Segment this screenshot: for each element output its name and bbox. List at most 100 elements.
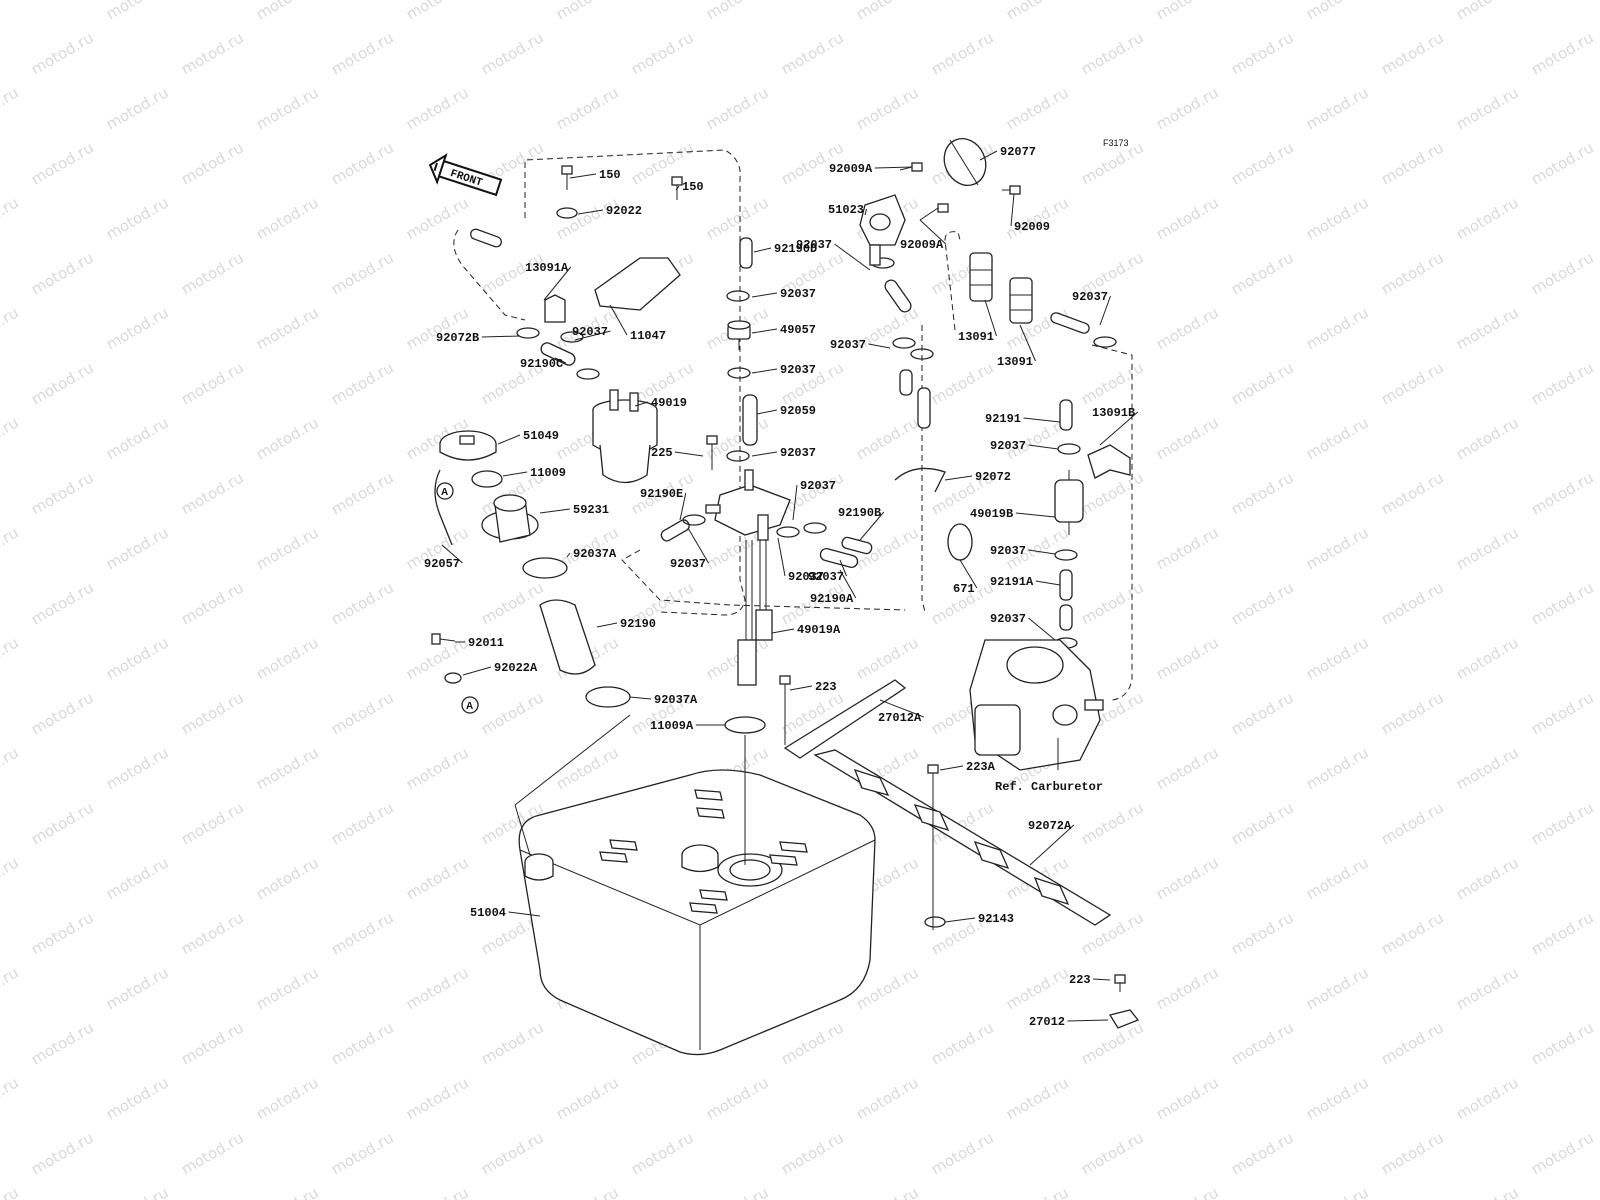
leader-line [944, 917, 976, 923]
clamp-ring [910, 348, 934, 360]
part-number-label: 59231 [573, 503, 609, 517]
watermark-text: motod.ru [1303, 853, 1372, 903]
hose-upper-right [884, 279, 912, 313]
watermark-text: motod.ru [928, 28, 997, 78]
watermark-text: motod.ru [1153, 743, 1222, 793]
watermark-text: motod.ru [0, 963, 22, 1013]
watermark-text: motod.ru [553, 83, 622, 133]
watermark-text: motod.ru [0, 1073, 22, 1123]
watermark-text: motod.ru [478, 28, 547, 78]
watermark-text: motod.ru [178, 138, 247, 188]
watermark-text: motod.ru [0, 743, 22, 793]
watermark-text: motod.ru [1303, 193, 1372, 243]
part-number-label: 92037 [780, 287, 816, 301]
watermark-text: motod.ru [328, 908, 397, 958]
watermark-text: motod.ru [328, 248, 397, 298]
watermark-text: motod.ru [1153, 633, 1222, 683]
watermark-text: motod.ru [253, 0, 322, 23]
watermark-text: motod.ru [328, 578, 397, 628]
leader-line [1019, 324, 1036, 362]
part-number-label: 13091 [997, 355, 1033, 369]
watermark-text: motod.ru [28, 138, 97, 188]
leader-line [839, 569, 857, 599]
part-number-label: 671 [953, 582, 975, 596]
watermark-text: motod.ru [1228, 688, 1297, 738]
part-number-label: 92009 [1014, 220, 1050, 234]
watermark-text: motod.ru [1153, 413, 1222, 463]
watermark-text: motod.ru [853, 1073, 922, 1123]
washer-92143 [924, 916, 946, 928]
watermark-text: motod.ru [0, 853, 22, 903]
watermark-text: motod.ru [1528, 468, 1597, 518]
watermark-text: motod.ru [403, 193, 472, 243]
watermark-text: motod.ru [1453, 633, 1522, 683]
watermark-text: motod.ru [0, 523, 22, 573]
watermark-text: motod.ru [1303, 963, 1372, 1013]
hose-route-c [621, 549, 906, 611]
guide-line-neck-b [514, 804, 531, 856]
leader-line [789, 685, 813, 691]
part-number-label: 92190D [774, 242, 817, 256]
hose-92190c [540, 342, 576, 366]
hose-92190d [739, 237, 753, 269]
part-number-label: 27012 [1029, 1015, 1065, 1029]
leader-line [1010, 193, 1015, 227]
watermark-text: motod.ru [1228, 798, 1297, 848]
part-number-label: 11009A [650, 719, 694, 733]
watermark-text: motod.ru [178, 1128, 247, 1178]
watermark-text: motod.ru [1228, 1128, 1297, 1178]
watermark-text: motod.ru [1528, 248, 1597, 298]
part-number-label: 92037A [654, 693, 698, 707]
part-number-label: 92037 [572, 325, 608, 339]
bracket-13091b [1087, 444, 1131, 479]
watermark-text: motod.ru [1153, 193, 1222, 243]
watermark-text: motod.ru [178, 248, 247, 298]
watermark-text: motod.ru [103, 853, 172, 903]
bolt-223-a [779, 675, 791, 745]
watermark-text: motod.ru [328, 468, 397, 518]
watermark-text: motod.ru [1378, 688, 1447, 738]
watermark-text: motod.ru [1153, 963, 1222, 1013]
watermark-text: motod.ru [1303, 413, 1372, 463]
leader-line [751, 292, 778, 298]
leader-line [751, 451, 778, 457]
watermark-text: motod.ru [328, 358, 397, 408]
svg-text:A: A [466, 701, 473, 712]
watermark-text: motod.ru [703, 193, 772, 243]
watermark-text: motod.ru [1078, 358, 1147, 408]
watermark-text: motod.ru [253, 853, 322, 903]
watermark-text: motod.ru [0, 303, 22, 353]
clamp-ring [1054, 549, 1078, 561]
leader-line [497, 434, 521, 445]
watermark-text: motod.ru [328, 138, 397, 188]
filler-neck-59231 [481, 494, 539, 543]
leader-line [1099, 295, 1111, 326]
clamp-ring [560, 331, 584, 343]
leader-line [508, 911, 541, 917]
part-number-label: 92022A [494, 661, 538, 675]
screw-92009 [1002, 185, 1021, 195]
watermark-text: motod.ru [1003, 963, 1072, 1013]
watermark-text: motod.ru [1228, 28, 1297, 78]
leader-line [771, 628, 795, 634]
part-number-label: 150 [599, 168, 621, 182]
hose-92190a [819, 547, 859, 569]
watermark-text: motod.ru [0, 193, 22, 243]
watermark-text: motod.ru [0, 633, 22, 683]
clamp-ring [726, 450, 750, 462]
watermark-text: motod.ru [253, 83, 322, 133]
part-number-label: 225 [651, 446, 673, 460]
watermark-text: motod.ru [1228, 468, 1297, 518]
part-number-label: 92191 [985, 412, 1021, 426]
leader-line [792, 484, 798, 521]
leader-line [1023, 417, 1061, 423]
hose-far-right [1050, 312, 1090, 334]
watermark-text: motod.ru [28, 28, 97, 78]
watermark-text: motod.ru [1528, 688, 1597, 738]
watermark-text: motod.ru [178, 908, 247, 958]
watermark-text: motod.ru [478, 1128, 547, 1178]
leader-line [569, 173, 597, 179]
gasket-11009 [471, 470, 503, 488]
watermark-text: motod.ru [853, 633, 922, 683]
